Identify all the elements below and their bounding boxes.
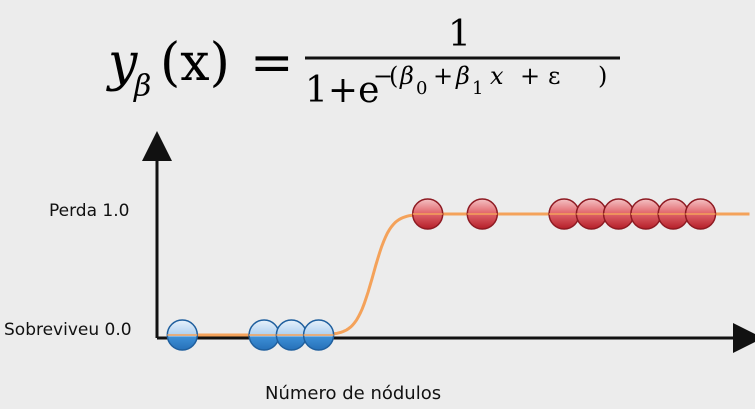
formula-lhs-subscript: β [133, 69, 151, 104]
formula-beta0: β [399, 62, 414, 90]
y-tick-label-loss: Perda 1.0 [49, 201, 130, 221]
formula-beta1-subscript: 1 [472, 78, 483, 99]
formula-beta1: β [455, 62, 470, 90]
formula-lhs-arg: (x) [160, 33, 230, 93]
logistic-curve-group [168, 212, 750, 337]
logistic-formula: y β (x) = 1 1+e − ( β 0 + β 1 x + ε ) [0, 0, 755, 120]
logistic-curve [168, 212, 750, 337]
y-tick-label-survived: Sobreviveu 0.0 [4, 320, 132, 340]
formula-epsilon: ε [548, 62, 560, 90]
formula-exponent-close-paren: ) [598, 62, 607, 90]
data-points-group [166, 198, 717, 351]
x-axis-label: Número de nódulos [265, 383, 442, 404]
formula-beta0-subscript: 0 [416, 78, 427, 99]
formula-exponent-minus: − [373, 62, 393, 90]
formula-x: x [490, 62, 504, 90]
formula-plus-2: + [520, 62, 540, 90]
formula-equals: = [250, 33, 294, 93]
formula-plus-1: + [433, 62, 453, 90]
formula-numerator: 1 [448, 14, 471, 55]
formula-denominator-base: 1+e [305, 70, 379, 111]
formula-lhs-y: y [106, 33, 138, 93]
formula-exponent-open-paren: ( [389, 62, 398, 90]
